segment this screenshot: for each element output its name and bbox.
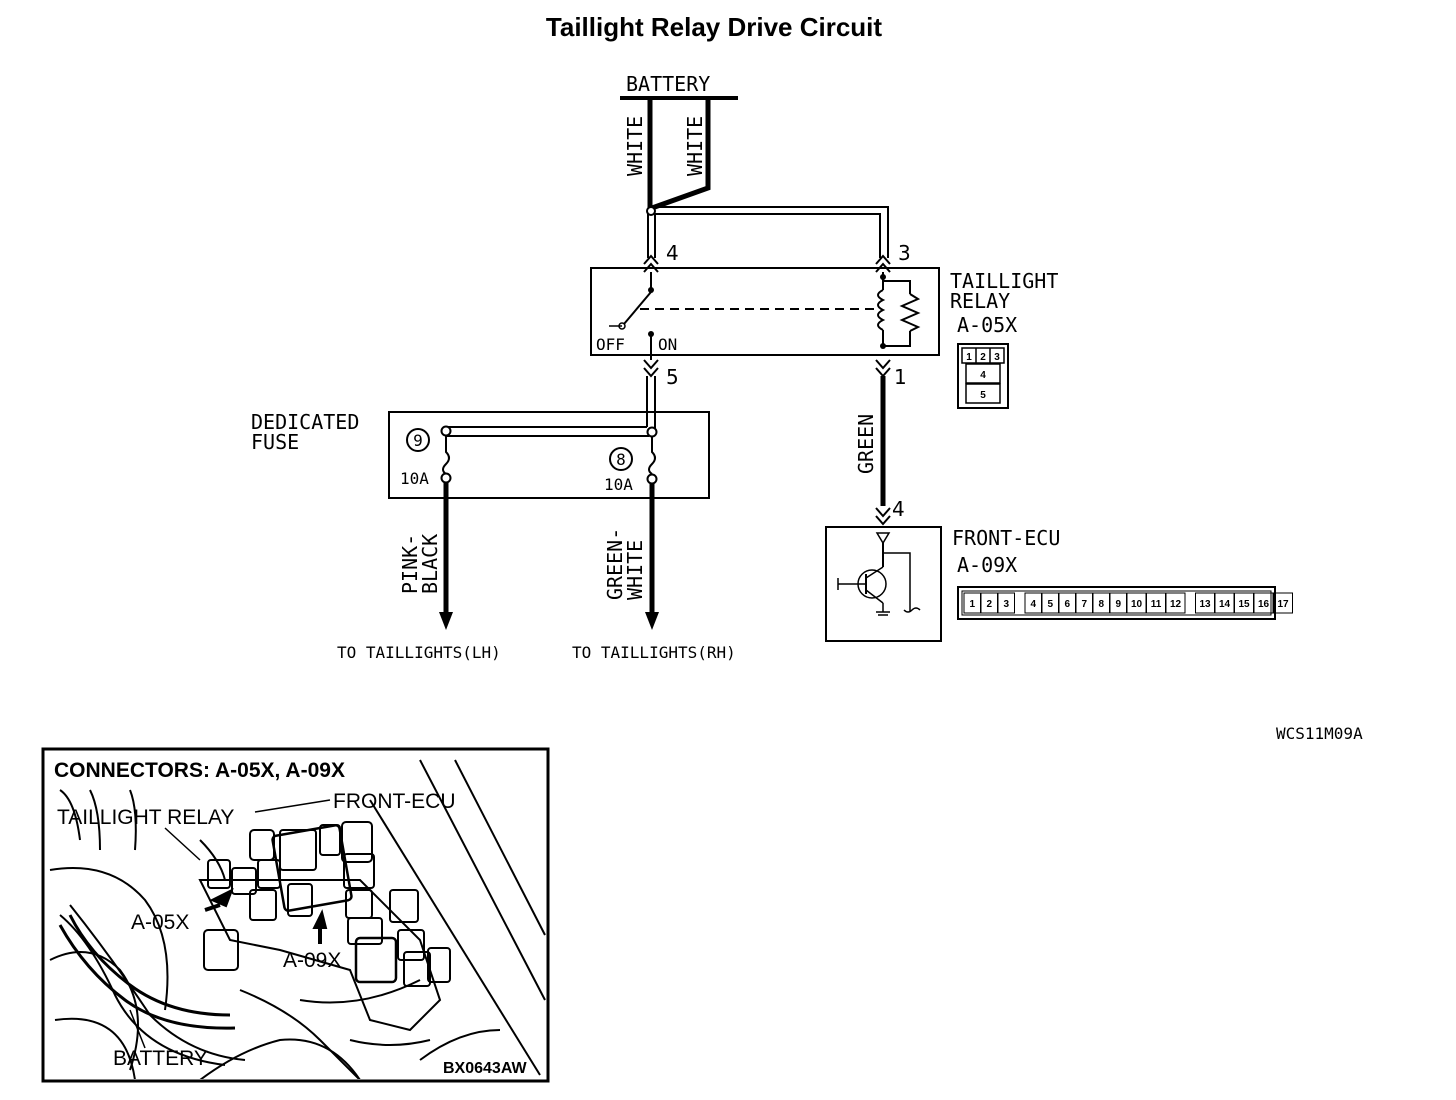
relay-pin-4: 4 [666,241,679,265]
ecu-conn-pin-10: 10 [1131,599,1143,610]
ecu-conn-pin-14: 14 [1219,599,1231,610]
ecu-conn-pin-cell [1165,592,1186,614]
ecu-conn-pin-13: 13 [1199,599,1211,610]
relay-conn-pin-5: 5 [980,390,986,401]
fuse-9-rating: 10A [400,469,429,488]
ecu-name: FRONT-ECU [952,526,1060,550]
ecu-conn-pin-3: 3 [1003,599,1009,610]
relay-conn-pin-2: 2 [980,352,986,363]
wire-label-white-rh: WHITE [623,540,647,600]
ecu-conn-pin-8: 8 [1098,599,1104,610]
ecu-conn-pin-2: 2 [986,599,992,610]
ecu-conn-pin-12: 12 [1170,599,1182,610]
wire-label-green: GREEN [854,414,878,474]
engine-bay-sketch [49,759,546,1079]
switch-on-label: ON [658,335,677,354]
ecu-conn-pin-11: 11 [1151,599,1162,610]
relay-conn-pin-3: 3 [994,352,1000,363]
fuse-name-line1: DEDICATED [251,410,359,434]
relay-feed-wires [646,206,889,258]
page-title: Taillight Relay Drive Circuit [546,12,883,42]
switch-off-label: OFF [596,335,625,354]
inset-code: BX0643AW [443,1060,527,1077]
fuse-name-line2: FUSE [251,430,299,454]
relay-connector-id: A-05X [957,313,1017,337]
ecu-conn-pin-17: 17 [1277,599,1289,610]
ecu-conn-pin-5: 5 [1047,599,1053,610]
relay-conn-pin-1: 1 [966,352,972,363]
output-label-rh: TO TAILLIGHTS(RH) [572,643,736,662]
relay-connector-face: 1 2 3 4 5 [957,343,1009,409]
front-ecu: 4 FRONT-ECU A-09X [825,497,1060,642]
wire-label-pink: PINK- [398,534,422,594]
output-wire-lh: PINK- BLACK TO TAILLIGHTS(LH) [337,483,501,662]
relay-pin-3: 3 [898,241,911,265]
battery-label: BATTERY [626,72,710,96]
output-wire-rh: GREEN- WHITE TO TAILLIGHTS(RH) [572,484,736,662]
battery: BATTERY [620,72,738,100]
inset-label-a05x: A-05X [131,911,189,934]
output-label-lh: TO TAILLIGHTS(LH) [337,643,501,662]
fuse-8-rating: 10A [604,475,633,494]
relay-conn-pin-4: 4 [980,370,986,381]
relay-name-line1: TAILLIGHT [950,269,1058,293]
ecu-conn-pin-15: 15 [1238,599,1250,610]
wire-label-white-left: WHITE [623,116,647,176]
relay-pin-1: 1 [894,365,907,389]
connector-location-inset: CONNECTORS: A-05X, A-09X TAILLIGHT RELAY… [41,747,550,1083]
ecu-connector-id: A-09X [957,553,1017,577]
fuse-9-number: 9 [413,431,423,450]
wire-label-black: BLACK [418,534,442,594]
inset-label-front-ecu: FRONT-ECU [333,790,456,813]
ecu-conn-pin-6: 6 [1064,599,1070,610]
inset-label-a09x: A-09X [283,949,341,972]
fuse-8-number: 8 [616,450,626,469]
relay-name-line2: RELAY [950,289,1010,313]
ecu-conn-pin-cell [997,592,1015,614]
ecu-conn-pin-cell [1273,592,1293,614]
green-wire: GREEN [854,376,886,506]
ecu-conn-pin-4: 4 [1030,599,1036,610]
battery-wires: WHITE WHITE [623,100,711,211]
relay-pin-5: 5 [666,365,679,389]
wire-label-white-right: WHITE [683,116,707,176]
inset-heading: CONNECTORS: A-05X, A-09X [54,759,345,782]
ecu-conn-pin-7: 7 [1081,599,1087,610]
inset-label-taillight-relay: TAILLIGHT RELAY [57,806,234,829]
ecu-conn-pin-1: 1 [969,599,975,610]
taillight-relay: 4 3 OFF ON 5 1 TAILLIGHT [590,241,1058,389]
inset-label-battery: BATTERY [113,1047,208,1070]
figure-code: WCS11M09A [1276,724,1363,743]
ecu-conn-pin-9: 9 [1115,599,1121,610]
dedicated-fuse: 9 10A 8 10A DEDICATED FUSE [251,376,710,499]
ecu-pin-4: 4 [892,497,905,521]
ecu-conn-pin-16: 16 [1258,599,1270,610]
wire-label-green-dash: GREEN- [603,528,627,600]
